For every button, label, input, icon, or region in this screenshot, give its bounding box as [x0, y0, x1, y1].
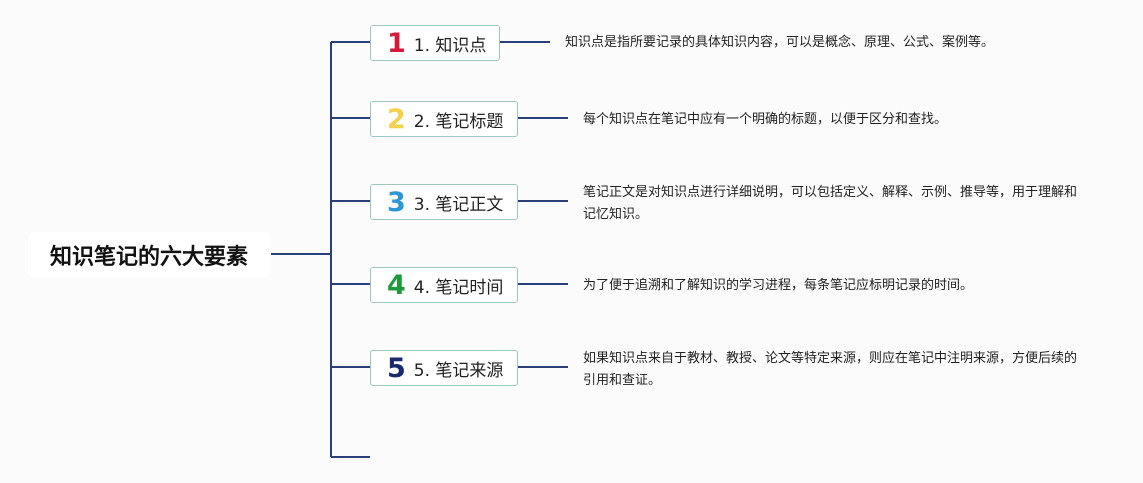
- branch-description-5: 如果知识点来自于教材、教授、论文等特定来源，则应在笔记中注明来源，方便后续的引用…: [583, 351, 1078, 388]
- branch-node-2[interactable]: 2 2. 笔记标题: [370, 101, 518, 137]
- branch-number-3-icon: 3: [387, 186, 406, 218]
- branch-node-1[interactable]: 1 1. 知识点: [370, 25, 500, 61]
- branch-number-4-icon: 4: [387, 269, 406, 301]
- root-topic[interactable]: 知识笔记的六大要素: [28, 232, 270, 278]
- branch-number-5-icon: 5: [387, 352, 406, 384]
- root-title: 知识笔记的六大要素: [49, 245, 248, 270]
- branch-label-4: 4. 笔记时间: [413, 277, 504, 298]
- branch-label-2: 2. 笔记标题: [413, 111, 504, 132]
- branch-description-4: 为了便于追溯和了解知识的学习进程，每条笔记应标明记录的时间。: [583, 278, 974, 293]
- branch-node-3[interactable]: 3 3. 笔记正文: [370, 184, 518, 220]
- branch-label-1: 1. 知识点: [413, 35, 487, 56]
- branch-number-1-icon: 1: [387, 27, 406, 59]
- branch-description-3: 笔记正文是对知识点进行详细说明，可以包括定义、解释、示例、推导等，用于理解和记忆…: [583, 185, 1078, 222]
- branch-node-5[interactable]: 5 5. 笔记来源: [370, 350, 518, 386]
- branch-description-1: 知识点是指所要记录的具体知识内容，可以是概念、原理、公式、案例等。: [565, 35, 995, 50]
- branch-description-2: 每个知识点在笔记中应有一个明确的标题，以便于区分和查找。: [583, 112, 948, 127]
- branch-label-3: 3. 笔记正文: [413, 194, 504, 215]
- branch-label-5: 5. 笔记来源: [413, 360, 504, 381]
- branch-node-4[interactable]: 4 4. 笔记时间: [370, 267, 518, 303]
- branch-number-2-icon: 2: [387, 103, 406, 135]
